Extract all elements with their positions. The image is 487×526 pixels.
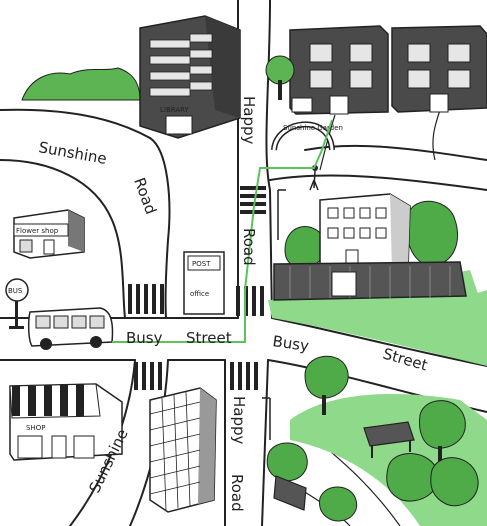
happy-road-lower-right-edge	[261, 359, 269, 526]
svg-text:BUS: BUS	[8, 287, 23, 295]
tree-icon	[265, 55, 295, 100]
driveway-b	[432, 109, 441, 161]
sunshine-garden-arch: Sunshine Garden	[271, 97, 343, 151]
road-label-lower: Road	[228, 474, 246, 512]
road-upper-left-edge	[149, 137, 171, 319]
zebra-crossing-busy-mid	[236, 286, 264, 316]
sunshine-road-lower-edge	[0, 159, 126, 319]
block-of-flats	[319, 193, 411, 277]
zebra-crossing-busy-lower-left	[134, 362, 162, 390]
street-lamp-icon	[262, 397, 271, 440]
sunshine-road-upper-edge	[0, 108, 151, 139]
sunshine-garden-sign: Sunshine Garden	[283, 124, 343, 132]
post-office: POST office	[183, 251, 225, 315]
bus-stop-sign: BUS	[5, 278, 29, 329]
tree-icon	[304, 355, 349, 415]
post-office-label: office	[190, 290, 209, 298]
flower-shop-sign: Flower shop	[16, 227, 59, 235]
busy-street-top-right	[271, 317, 487, 367]
street-label-left: Street	[186, 329, 232, 347]
zebra-crossing-busy-lower-mid	[230, 362, 258, 390]
flower-shop: Flower shop	[13, 209, 85, 259]
upper-right-road-edge-2	[304, 144, 487, 161]
tree-icon	[284, 200, 459, 269]
fence	[273, 261, 467, 301]
route-line	[112, 119, 333, 343]
shop-awning	[9, 383, 101, 419]
library-building: LIBRARY	[139, 15, 241, 139]
glass-tower	[149, 387, 217, 513]
busy-street-label-right: Busy	[271, 332, 310, 355]
post-office-sign: POST	[192, 260, 211, 268]
house-a	[289, 25, 389, 115]
road-label-upper-mid: Road	[240, 228, 258, 266]
happy-road-label-lower: Happy	[230, 396, 248, 445]
house-b	[391, 25, 487, 113]
upper-right-road-edge	[269, 174, 487, 191]
bus-icon	[27, 307, 114, 350]
library-sign: LIBRARY	[160, 106, 190, 114]
zebra-crossing-busy-left	[128, 284, 164, 314]
happy-road-upper-right-edge	[265, 0, 273, 319]
sunshine-road-label-upper: Sunshine	[37, 138, 108, 168]
happy-road-label-upper: Happy	[240, 96, 258, 145]
hedge	[21, 67, 141, 101]
tree-icon	[266, 442, 479, 522]
shop-building: SHOP	[9, 383, 123, 461]
tree-icon	[419, 400, 466, 466]
bench-icon	[363, 421, 415, 458]
busy-street-label-left: Busy	[126, 329, 163, 347]
bench-icon	[273, 475, 307, 511]
shop-sign: SHOP	[26, 424, 45, 432]
road-label-upper-left: Road	[130, 175, 160, 217]
street-lamp-icon	[277, 189, 286, 240]
